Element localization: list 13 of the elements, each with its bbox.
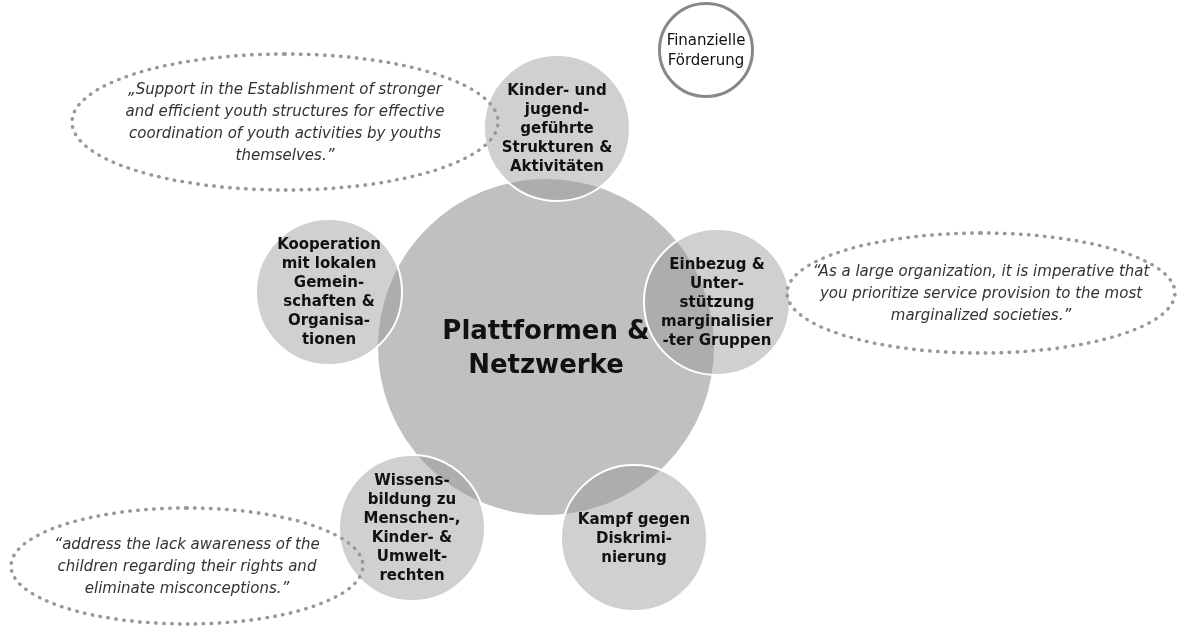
quote-text: „Support in the Establishment of stronger and efficient youth structures for effective coordination of youth activities by youths themselves.” (124, 79, 446, 166)
topic-label: Einbezug & Unter- stützung marginalisier -ter Gruppen (660, 254, 774, 350)
quote-text: “address the lack awareness of the children regarding their rights and eliminate misconceptions.” (53, 534, 321, 599)
circle-label: Finanzielle Förderung (666, 30, 746, 70)
topic-label: Wissens- bildung zu Menschen-, Kinder- & Umwelt- rechten (362, 471, 462, 585)
topic-label: Kooperation mit lokalen Gemein- schaften & Organisa- tionen (276, 235, 382, 349)
quote-ellipse (70, 52, 500, 192)
quote-text: “As a large organization, it is imperative that you prioritize service provision to the most marginalized societies.” (811, 261, 1151, 326)
topic-label: Kampf gegen Diskrimi- nierung (576, 509, 692, 567)
quote-ellipse (785, 231, 1177, 355)
quote-ellipse (9, 506, 365, 626)
topic-label: Kinder- und jugend- geführte Strukturen & Aktivitäten (500, 80, 614, 176)
center-label: Plattformen & Netzwerke (441, 314, 651, 381)
